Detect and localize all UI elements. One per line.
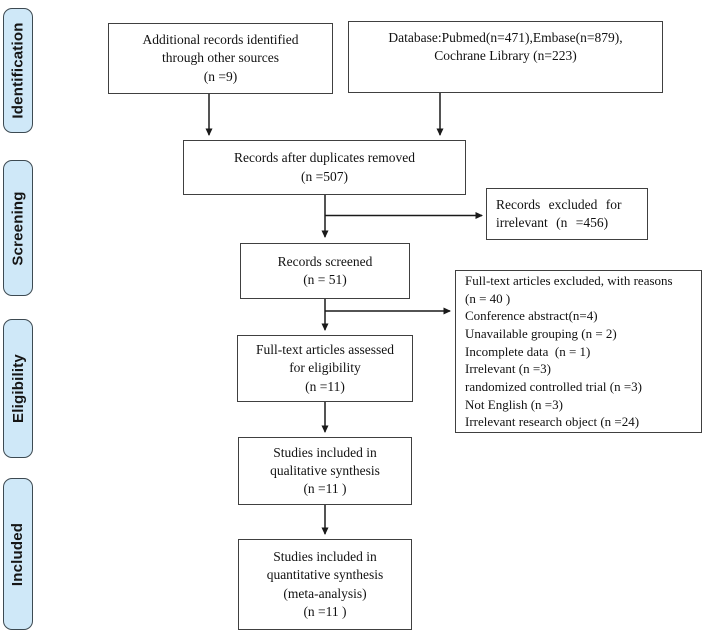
stage-screening-label: Screening: [9, 190, 27, 266]
stage-eligibility: Eligibility: [3, 319, 33, 458]
box-records-screened-text: Records screened (n = 51): [277, 253, 373, 287]
box-duplicates-removed: Records after duplicates removed (n =507…: [183, 140, 466, 195]
stage-included-label: Included: [9, 522, 27, 586]
stage-eligibility-label: Eligibility: [9, 354, 27, 423]
stage-screening: Screening: [3, 160, 33, 296]
box-records-screened: Records screened (n = 51): [240, 243, 410, 299]
box-duplicates-removed-text: Records after duplicates removed (n =507…: [233, 150, 416, 184]
box-fulltext-assessed-text: Full-text articles assessed for eligibil…: [256, 342, 394, 394]
stage-included: Included: [3, 478, 33, 630]
box-qualitative-synthesis: Studies included in qualitative synthesi…: [238, 437, 412, 505]
box-database-records: Database:Pubmed(n=471),Embase(n=879), Co…: [348, 21, 663, 93]
box-records-excluded-text: Records excluded for irrelevant (n =456): [496, 196, 622, 230]
box-additional-records: Additional records identified through ot…: [108, 23, 333, 94]
box-fulltext-excluded: Full-text articles excluded, with reason…: [455, 270, 702, 433]
box-records-excluded: Records excluded for irrelevant (n =456): [486, 188, 648, 240]
box-qualitative-synthesis-text: Studies included in qualitative synthesi…: [270, 444, 380, 497]
box-database-records-text: Database:Pubmed(n=471),Embase(n=879), Co…: [388, 30, 623, 64]
box-quantitative-synthesis-text: Studies included in quantitative synthes…: [266, 549, 384, 619]
box-quantitative-synthesis: Studies included in quantitative synthes…: [238, 539, 412, 630]
box-additional-records-text: Additional records identified through ot…: [142, 32, 299, 84]
stage-identification-label: Identification: [9, 22, 27, 119]
stage-identification: Identification: [3, 8, 33, 133]
box-fulltext-excluded-text: Full-text articles excluded, with reason…: [465, 272, 673, 430]
box-fulltext-assessed: Full-text articles assessed for eligibil…: [237, 335, 413, 402]
